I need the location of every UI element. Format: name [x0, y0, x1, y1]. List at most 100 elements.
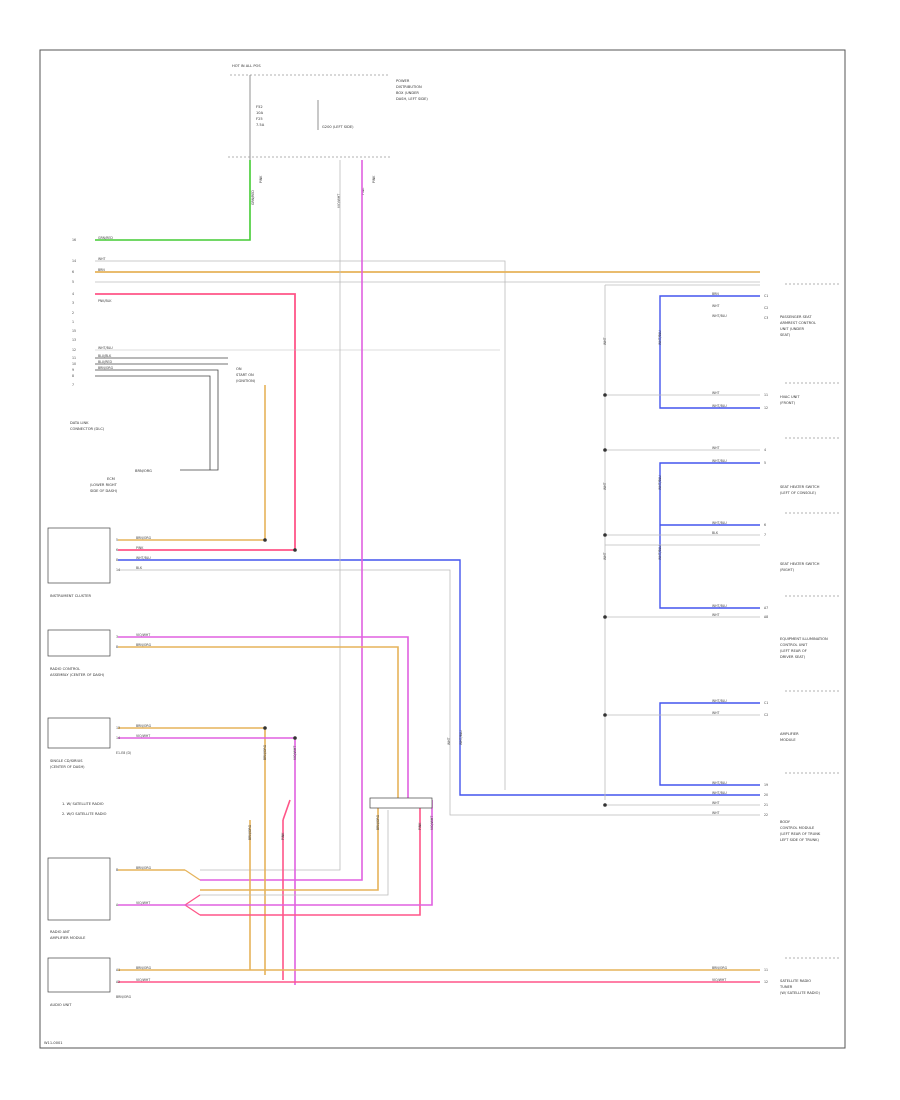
wire-splice-gray	[200, 810, 389, 896]
fuse-b-rating: 7.5A	[256, 123, 265, 127]
right-module-pin: 12	[764, 980, 768, 984]
dlc-pin-number: 9	[72, 368, 74, 372]
dlc-pin-wire-label: WHT	[98, 257, 106, 261]
bundle-wire-label: VIO/WHT	[430, 816, 434, 830]
diagram-frame	[39, 49, 846, 1049]
splice-dot	[263, 726, 267, 730]
dlc-pin-number: 4	[72, 292, 74, 296]
right-module-wire-label: WHT	[712, 304, 720, 308]
note-2: 2. W/O SATELLITE RADIO	[62, 812, 107, 816]
right-module-wire-label: WHT	[712, 446, 720, 450]
splice-dot	[293, 548, 297, 552]
right-module-name: (RIGHT)	[780, 568, 795, 572]
dlc-pin-number: 12	[72, 348, 76, 352]
right-bus-label: WHT	[603, 337, 607, 345]
bundle-wire-label: BRN/ORG	[376, 814, 380, 830]
bundle-wire-label: BRN/ORG	[263, 744, 267, 760]
right-module-pin: 6	[764, 523, 766, 527]
wire-right-blue-1	[659, 295, 760, 409]
power-label-2: DISTRIBUTION	[396, 85, 422, 89]
bundle-wire-label: PINK	[418, 822, 422, 830]
right-module-name: (LEFT OF CONSOLE)	[780, 491, 816, 495]
wire-c-label: PINK	[361, 187, 365, 195]
module-name-sub: (CENTER OF DASH)	[50, 765, 85, 769]
right-module-wire-label: WHT	[712, 811, 720, 815]
dlc-pin-wire-label: BLU/RED	[98, 360, 112, 364]
right-module-pin: 22	[764, 813, 768, 817]
right-module-wire-label: WHT/BLU	[712, 699, 727, 703]
wire-blu-red	[95, 369, 219, 471]
right-module-pin: 20	[764, 793, 768, 797]
right-module-name: (FRONT)	[780, 401, 796, 405]
module-pin: A	[116, 903, 119, 907]
right-module-pin: A7	[764, 606, 768, 610]
right-module-name: ARMREST CONTROL	[780, 321, 816, 325]
note-1: 1. W/ SATELLITE RADIO	[62, 802, 104, 806]
right-module-pin: C2	[764, 713, 768, 717]
module-wire-label: VIO/WHT	[136, 633, 150, 637]
right-module-name: (LEFT REAR OF	[780, 649, 807, 653]
module-box	[47, 957, 111, 993]
right-module-name: SEAT)	[780, 333, 791, 337]
ecm-label-3: SIDE OF DASH)	[90, 489, 118, 493]
right-module-wire-label: VIO/WHT	[712, 978, 726, 982]
right-module-pin: C3	[764, 316, 768, 320]
wire-right-blue-4	[659, 702, 760, 786]
right-bus-label: WHT/BLU	[658, 545, 662, 560]
right-module-pin: 7	[764, 533, 766, 537]
wire-b-label: VIO/WHT	[337, 194, 341, 208]
wire-wht-bus	[95, 260, 506, 790]
right-module-name: PASSENGER SEAT	[780, 315, 812, 319]
right-module-pin: 11	[764, 968, 768, 972]
splice-dot	[603, 803, 607, 807]
module-wire-label: BRN/ORG	[136, 643, 152, 647]
bundle-wire-label: VIO/WHT	[293, 746, 297, 760]
dlc-title-2: CONNECTOR (DLC)	[70, 427, 105, 431]
dlc-pin-number: 2	[72, 311, 74, 315]
right-module-name: EQUIPMENT ILLUMINATION	[780, 637, 828, 641]
wire-vio-wht-main	[200, 160, 363, 881]
dlc-pin-number: 1	[72, 320, 74, 324]
cluster-blk-label: WHT	[447, 737, 451, 745]
module-pin: 8	[116, 558, 118, 562]
right-bus-label: WHT/BLU	[658, 330, 662, 345]
wire-right-blue-2	[659, 462, 760, 609]
right-module-pin: 19	[764, 783, 768, 787]
right-module-name: TUNER	[779, 985, 793, 989]
dlc-pin-number: 6	[72, 270, 74, 274]
right-module-pin: 5	[764, 461, 766, 465]
right-module-pin: 12	[764, 406, 768, 410]
right-module-wire-label: WHT/BLU	[712, 791, 727, 795]
dlc-pin-number: 5	[72, 280, 74, 284]
dlc-pin-number: 15	[72, 329, 76, 333]
module-wire-label: VIO/WHT	[136, 978, 150, 982]
module-sub-label: E1-E8 (D)	[116, 751, 131, 755]
splice-dot	[603, 713, 607, 717]
dlc-pin-wire-label: BRN	[98, 268, 105, 272]
module-wire-label: VIO/WHT	[136, 734, 150, 738]
right-module-wire-label: WHT	[712, 801, 720, 805]
right-module-name: MODULE	[780, 738, 796, 742]
right-module-pin: 21	[764, 803, 768, 807]
module-wire-label: PINK	[136, 546, 144, 550]
ecm-label-2: (LOWER RIGHT	[90, 483, 118, 487]
right-module-wire-label: WHT	[712, 391, 720, 395]
wire-brn-org-ign	[95, 375, 211, 470]
module-box	[47, 717, 111, 749]
module-wire-label: WHT/BLU	[136, 556, 151, 560]
fuse-b-label: F25	[256, 117, 263, 121]
wire-amp-fan-1	[184, 894, 201, 906]
wire-splice-vio	[200, 800, 433, 906]
fuse-a-label: F52	[256, 105, 263, 109]
right-module-name: SEAT HEATER SWITCH	[780, 562, 820, 566]
right-module-wire-label: WHT/BLU	[712, 604, 727, 608]
ign-label-2: START ON	[236, 373, 254, 377]
module-wire-label: BRN/ORG	[136, 966, 152, 970]
right-bus-label: WHT	[603, 482, 607, 490]
wire-grn-red	[95, 160, 251, 241]
module-sub-label: BRN/ORG	[116, 995, 132, 999]
ign-label-3: (IGNITION)	[236, 379, 256, 383]
dlc-pin-number: 11	[72, 356, 76, 360]
module-name: INSTRUMENT CLUSTER	[50, 594, 91, 598]
